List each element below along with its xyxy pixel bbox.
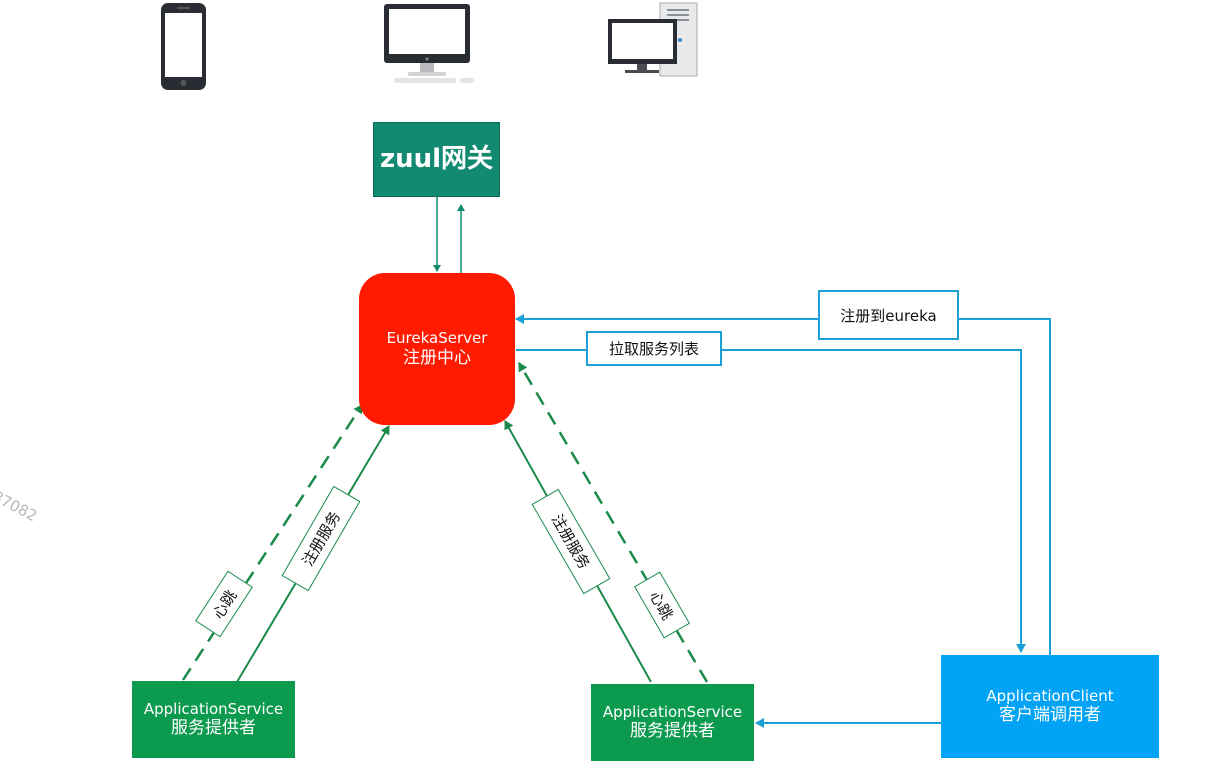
service-right-subtitle: 服务提供者 — [630, 721, 715, 742]
service-provider-left-node: ApplicationService 服务提供者 — [132, 681, 295, 758]
service-left-subtitle: 服务提供者 — [171, 718, 256, 739]
smartphone-icon — [161, 3, 206, 90]
register-to-eureka-arrow — [515, 314, 1051, 655]
left-heartbeat-arrow — [181, 404, 364, 681]
zuul-gateway-node: zuul网关 — [373, 122, 500, 197]
service-right-title: ApplicationService — [602, 702, 743, 721]
fetch-service-list-label: 拉取服务列表 — [586, 331, 722, 366]
register-to-eureka-label: 注册到eureka — [818, 290, 959, 340]
zuul-gateway-label: zuul网关 — [379, 144, 494, 175]
devices-layer — [161, 2, 698, 90]
application-client-node: ApplicationClient 客户端调用者 — [941, 655, 1159, 758]
imac-desktop-icon — [384, 4, 474, 83]
eureka-server-node: EurekaServer 注册中心 — [359, 273, 515, 425]
right-heartbeat-arrow — [517, 362, 709, 683]
desktop-pc-icon — [608, 2, 698, 77]
service-provider-right-node: ApplicationService 服务提供者 — [591, 684, 754, 761]
client-subtitle: 客户端调用者 — [999, 705, 1101, 726]
eureka-server-subtitle: 注册中心 — [403, 347, 471, 368]
eureka-server-title: EurekaServer — [386, 329, 488, 347]
service-left-title: ApplicationService — [143, 699, 284, 718]
fetch-service-list-arrow — [516, 349, 1026, 653]
client-title: ApplicationClient — [986, 686, 1114, 705]
